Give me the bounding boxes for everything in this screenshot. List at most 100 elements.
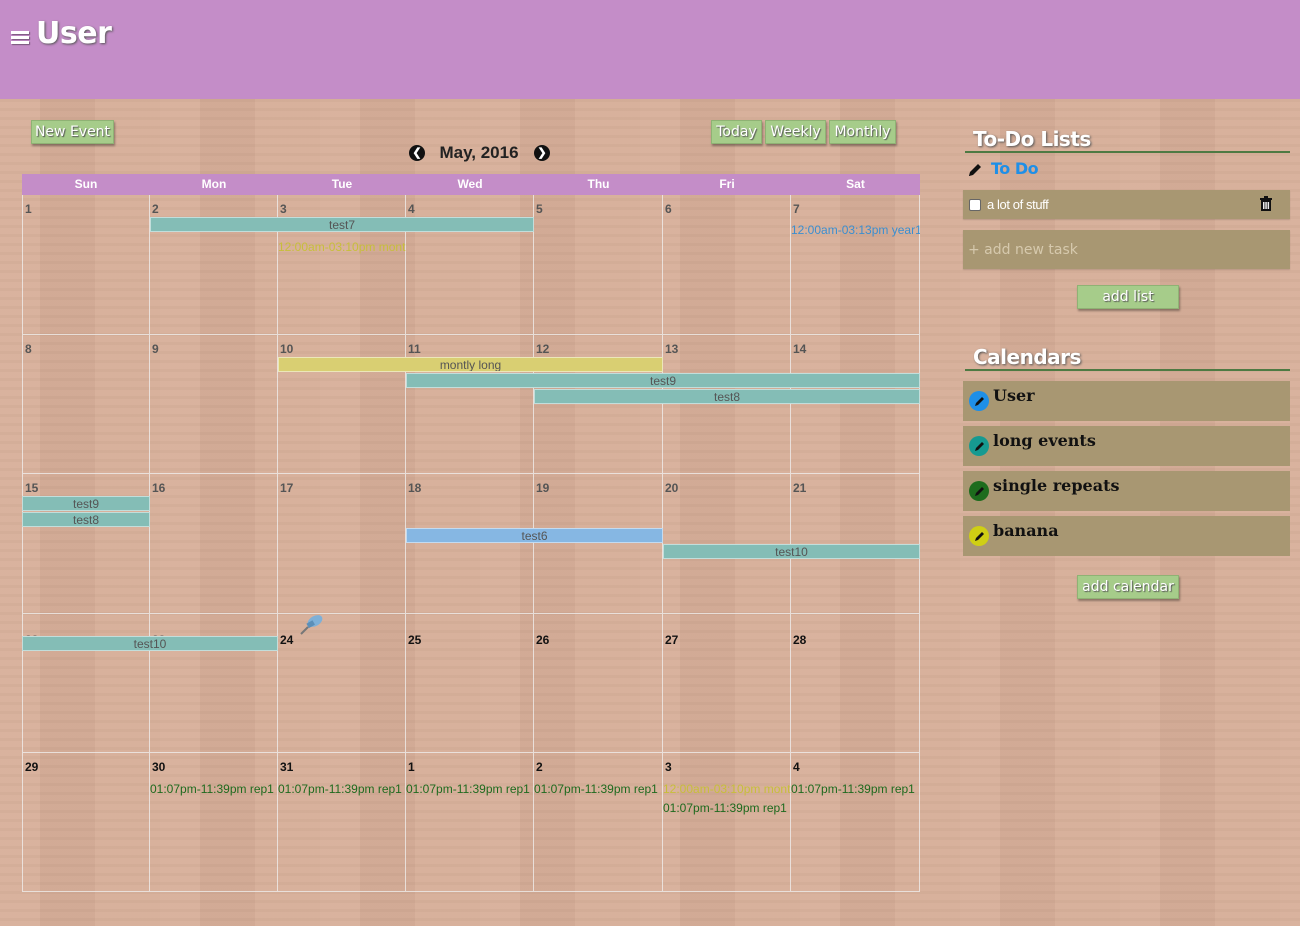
day-cell[interactable]: 3 <box>663 753 791 892</box>
calendar-event[interactable]: test6 <box>406 528 663 543</box>
todo-list-name[interactable]: To Do <box>991 159 1039 178</box>
calendar-item-user[interactable]: User <box>963 381 1290 421</box>
day-number: 19 <box>536 481 550 495</box>
calendar-color-dot[interactable] <box>969 436 989 456</box>
day-cell[interactable]: 8 <box>22 335 150 474</box>
calendar-item-single-repeats[interactable]: single repeats <box>963 471 1290 511</box>
day-number: 3 <box>665 760 672 774</box>
chevron-left-icon[interactable]: ❮ <box>409 145 425 161</box>
calendar-event[interactable]: 01:07pm-11:39pm rep1 <box>791 782 915 796</box>
new-task-placeholder: + add new task <box>968 242 1078 258</box>
day-cell[interactable]: 23 <box>150 614 278 753</box>
calendar-event[interactable]: 01:07pm-11:39pm rep1 <box>278 782 402 796</box>
page-title: User <box>36 16 112 51</box>
calendar-item-long-events[interactable]: long events <box>963 426 1290 466</box>
day-number: 18 <box>408 481 422 495</box>
day-number: 5 <box>536 202 543 216</box>
day-cell[interactable]: 22 <box>22 614 150 753</box>
day-of-week-wed: Wed <box>457 177 483 191</box>
day-cell[interactable]: 7 <box>791 195 920 335</box>
calendar-event[interactable]: 01:07pm-11:39pm rep1 <box>406 782 530 796</box>
day-cell[interactable]: 27 <box>663 614 791 753</box>
calendar-item-banana[interactable]: banana <box>963 516 1290 556</box>
day-cell[interactable]: 26 <box>534 614 663 753</box>
task-checkbox[interactable] <box>969 199 981 211</box>
day-number: 2 <box>536 760 543 774</box>
calendars-divider <box>965 369 1290 371</box>
calendar-event[interactable]: test9 <box>406 373 920 388</box>
day-cell[interactable]: 1 <box>22 195 150 335</box>
day-number: 21 <box>793 481 807 495</box>
calendar-event[interactable]: 01:07pm-11:39pm rep1 <box>534 782 658 796</box>
calendar-event[interactable]: test7 <box>150 217 534 232</box>
day-cell[interactable]: 4 <box>406 195 534 335</box>
day-cell[interactable]: 3 <box>278 195 406 335</box>
day-cell[interactable]: 2 <box>534 753 663 892</box>
calendar-event[interactable]: test9 <box>22 496 150 511</box>
month-label: May, 2016 <box>439 143 519 162</box>
calendar-event[interactable]: 12:00am-03:10pm monthly1 <box>278 240 406 254</box>
day-cell[interactable]: 2 <box>150 195 278 335</box>
day-number: 14 <box>793 342 807 356</box>
day-cell[interactable]: 18 <box>406 474 534 614</box>
day-number: 28 <box>793 633 807 647</box>
today-button[interactable]: Today <box>711 120 762 144</box>
calendar-event[interactable]: 01:07pm-11:39pm rep1 <box>663 801 787 815</box>
day-cell[interactable]: 9 <box>150 335 278 474</box>
calendar-name: banana <box>993 521 1059 540</box>
day-number: 30 <box>152 760 166 774</box>
top-bar: User <box>0 0 1300 99</box>
new-task-input[interactable]: + add new task <box>963 230 1290 269</box>
calendar-color-dot[interactable] <box>969 481 989 501</box>
day-cell[interactable]: 25 <box>406 614 534 753</box>
calendar-event[interactable]: 12:00am-03:10pm monthly1 <box>663 782 791 796</box>
calendar-event[interactable]: test8 <box>534 389 920 404</box>
trash-icon[interactable] <box>1259 196 1273 212</box>
add-calendar-button[interactable]: add calendar <box>1077 575 1179 599</box>
calendar-event[interactable]: test10 <box>663 544 920 559</box>
day-number: 1 <box>408 760 415 774</box>
menu-icon[interactable] <box>11 31 29 45</box>
day-cell[interactable]: 28 <box>791 614 920 753</box>
day-cell[interactable]: 19 <box>534 474 663 614</box>
calendar-event[interactable]: montly long <box>278 357 663 372</box>
day-cell[interactable]: 13 <box>663 335 791 474</box>
day-cell[interactable]: 12 <box>534 335 663 474</box>
day-number: 15 <box>25 481 39 495</box>
day-cell[interactable]: 29 <box>22 753 150 892</box>
day-cell[interactable]: 10 <box>278 335 406 474</box>
weekly-view-button[interactable]: Weekly <box>765 120 826 144</box>
calendar-event[interactable]: test10 <box>22 636 278 651</box>
calendar-name: long events <box>993 431 1096 450</box>
day-cell[interactable]: 24 <box>278 614 406 753</box>
calendar-color-dot[interactable] <box>969 526 989 546</box>
day-cell[interactable]: 30 <box>150 753 278 892</box>
calendar-event[interactable]: test8 <box>22 512 150 527</box>
day-cell[interactable]: 31 <box>278 753 406 892</box>
task-row: a lot of stuff <box>963 190 1290 219</box>
day-number: 10 <box>280 342 294 356</box>
day-cell[interactable]: 14 <box>791 335 920 474</box>
day-number: 7 <box>793 202 800 216</box>
day-cell[interactable]: 5 <box>534 195 663 335</box>
monthly-view-button[interactable]: Monthly <box>829 120 896 144</box>
day-cell[interactable]: 4 <box>791 753 920 892</box>
day-cell[interactable]: 1 <box>406 753 534 892</box>
day-number: 2 <box>152 202 159 216</box>
calendar-event[interactable]: 12:00am-03:13pm year1 <box>791 223 920 237</box>
day-number: 13 <box>665 342 679 356</box>
day-cell[interactable]: 16 <box>150 474 278 614</box>
day-cell[interactable]: 17 <box>278 474 406 614</box>
day-number: 11 <box>408 342 421 356</box>
chevron-right-icon[interactable]: ❯ <box>534 145 550 161</box>
day-cell[interactable]: 11 <box>406 335 534 474</box>
calendar-name: single repeats <box>993 476 1120 495</box>
add-list-button[interactable]: add list <box>1077 285 1179 309</box>
day-cell[interactable]: 15 <box>22 474 150 614</box>
calendar-color-dot[interactable] <box>969 391 989 411</box>
calendar-event[interactable]: 01:07pm-11:39pm rep1 <box>150 782 274 796</box>
new-event-button[interactable]: New Event <box>31 120 114 144</box>
pencil-icon[interactable] <box>967 162 983 178</box>
day-cell[interactable]: 6 <box>663 195 791 335</box>
